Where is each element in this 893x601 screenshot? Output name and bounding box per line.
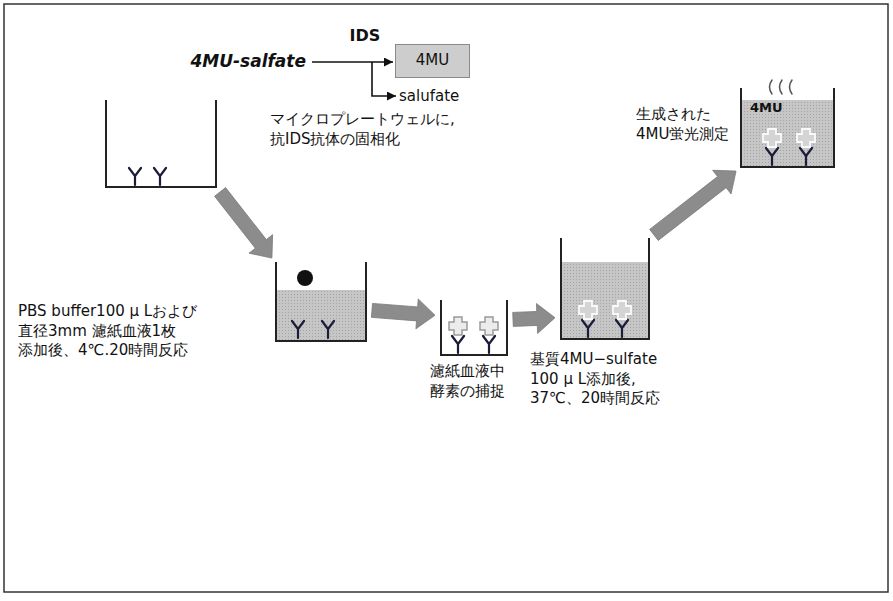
- antibody-symbol: [766, 148, 778, 165]
- product-name: 4MU: [416, 51, 449, 71]
- antibody-symbol: [154, 168, 166, 185]
- step-arrow: [215, 188, 273, 258]
- well-wall: [106, 100, 216, 187]
- antibodies: [129, 148, 812, 353]
- enzyme-name: IDS: [350, 26, 381, 45]
- well-liquid: [741, 100, 834, 167]
- microplate-well: 濾紙血液中 酵素の捕捉: [440, 300, 508, 356]
- enzyme-symbol: [480, 317, 498, 335]
- glow-mark: [770, 80, 773, 94]
- antibody-symbol: [582, 320, 594, 337]
- well-wall: [276, 262, 366, 341]
- microplate-well: マイクロプレートウェルに, 抗IDS抗体の固相化: [105, 100, 217, 188]
- well-wall: [561, 238, 649, 339]
- well-wall: [741, 88, 834, 167]
- enzyme-symbol: [449, 317, 467, 335]
- well-liquid: [276, 290, 366, 341]
- enzyme-symbol: [763, 129, 781, 147]
- enzyme-symbol: [797, 129, 815, 147]
- well-outline: [560, 238, 650, 340]
- step-note: PBS buffer100 μ Lおよび 直径3mm 濾紙血液1枚 添加後、4℃…: [18, 302, 199, 361]
- step-note: 基質4MU−sulfate 100 μ L添加後, 37℃、20時間反応: [530, 350, 662, 409]
- well-liquid: [561, 262, 649, 339]
- enzyme-symbol: [579, 301, 597, 319]
- byproduct-name: salufate: [399, 87, 459, 105]
- step-note: 生成された 4MU蛍光測定: [636, 105, 639, 144]
- glow-mark: [790, 80, 793, 94]
- antibody-symbol: [292, 321, 304, 338]
- enzymes: [579, 129, 815, 319]
- frame: [4, 4, 888, 592]
- product-box: 4MU: [395, 44, 470, 78]
- enzymes: [449, 317, 498, 335]
- product-name: 4MU: [750, 100, 783, 117]
- step-arrow: [650, 170, 736, 240]
- antibody-symbol: [129, 168, 141, 185]
- step-arrow: [371, 299, 435, 329]
- well-outline: [440, 300, 508, 356]
- reaction-arrow: [312, 61, 393, 63]
- branch-arrow: [372, 62, 396, 96]
- enzyme-symbol: [613, 301, 631, 319]
- microplate-well: PBS buffer100 μ Lおよび 直径3mm 濾紙血液1枚 添加後、4℃…: [275, 262, 367, 342]
- microplate-well: 基質4MU−sulfate 100 μ L添加後, 37℃、20時間反応: [560, 238, 650, 340]
- filter-paper-disc: [297, 270, 313, 286]
- step-arrow: [513, 303, 555, 333]
- antibody-symbol: [800, 148, 812, 165]
- fluorescence-marks: [770, 80, 793, 94]
- antibody-symbol: [452, 336, 464, 353]
- well-outline: [275, 262, 367, 342]
- antibody-symbol: [322, 321, 334, 338]
- well-outline: [105, 100, 217, 188]
- well-wall: [441, 300, 507, 355]
- antibody-symbol: [616, 320, 628, 337]
- step-note: マイクロプレートウェルに, 抗IDS抗体の固相化: [270, 110, 273, 149]
- step-note: 濾紙血液中 酵素の捕捉: [430, 362, 433, 401]
- glow-mark: [780, 80, 783, 94]
- substrate-name: 4MU-salfate: [190, 51, 306, 71]
- microplate-well: 4MU生成された 4MU蛍光測定: [740, 88, 835, 168]
- antibody-symbol: [483, 336, 495, 353]
